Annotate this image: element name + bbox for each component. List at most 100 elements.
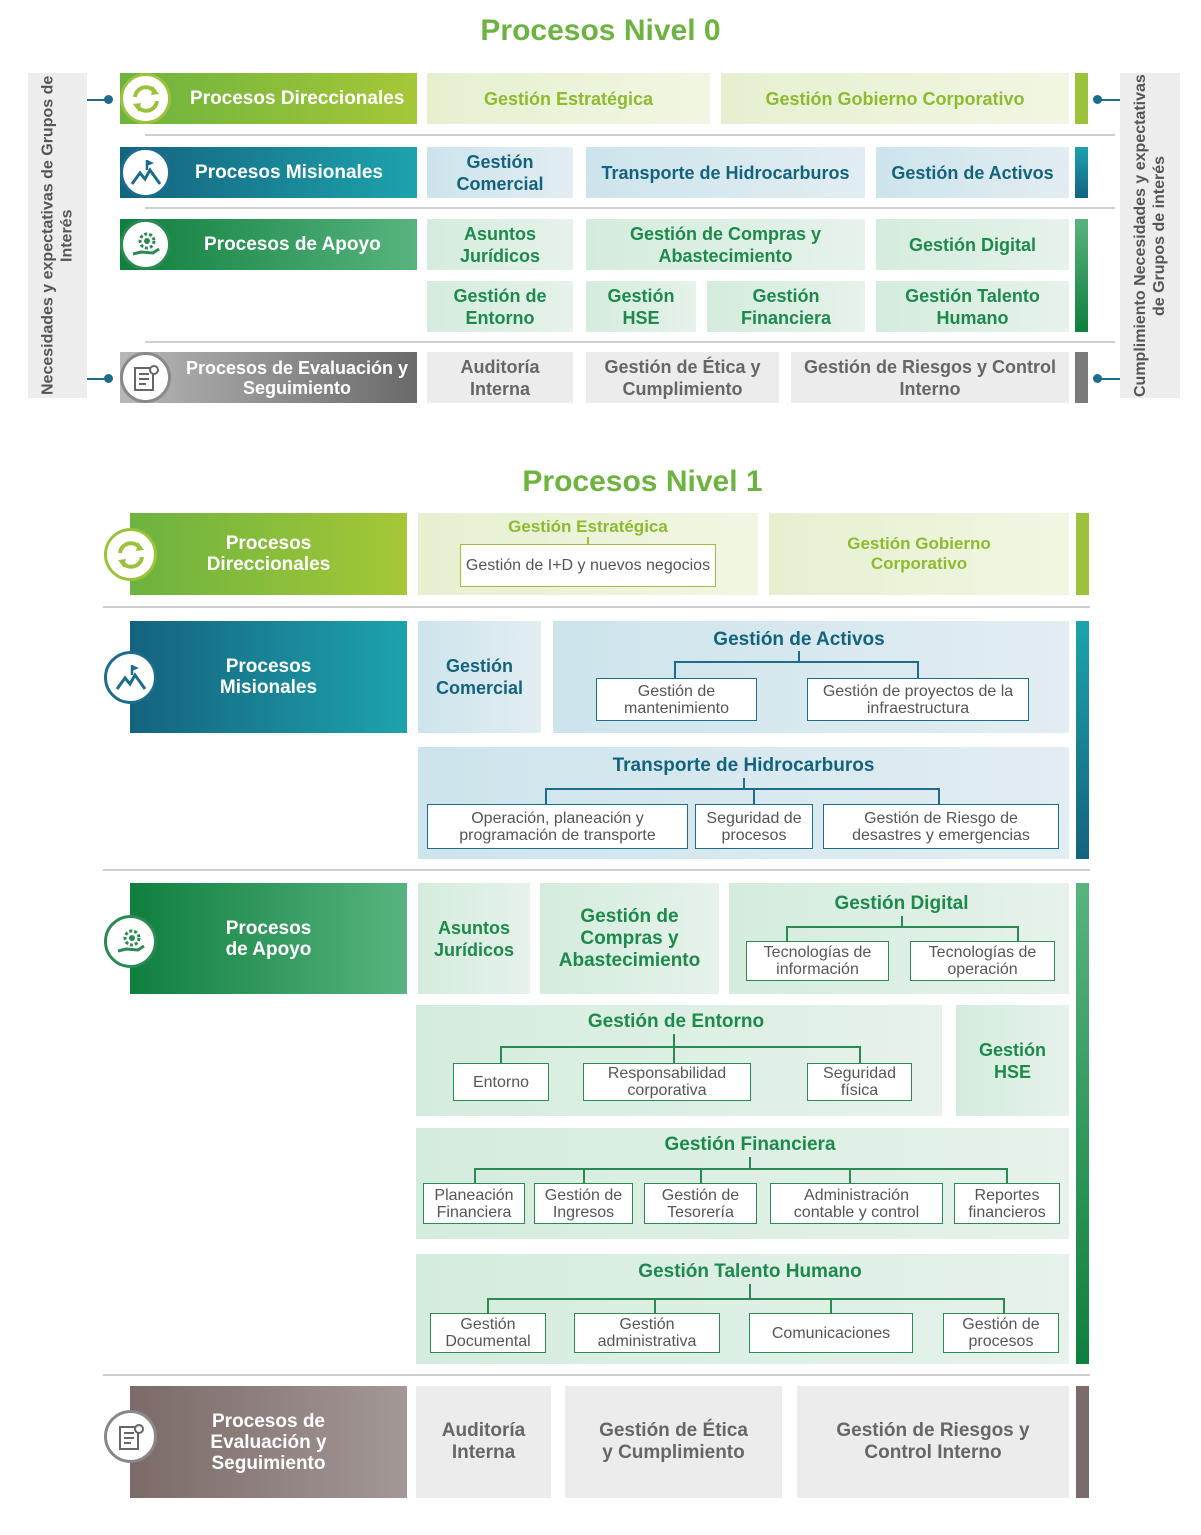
- n1-seguridad-fisica: Seguridad física: [807, 1063, 912, 1101]
- n1-misionales-header: Procesos Misionales: [130, 621, 407, 733]
- nivel0-title: Procesos Nivel 0: [480, 14, 721, 47]
- n0-separator-2: [145, 207, 1115, 209]
- connector: [1003, 1298, 1005, 1313]
- n1-gestion-riesgos: Gestión de Riesgos y Control Interno: [797, 1386, 1069, 1498]
- n0-evaluacion-bar: [1075, 352, 1088, 403]
- n0-gestion-comercial: Gestión Comercial: [427, 147, 573, 198]
- connector: [1017, 926, 1019, 941]
- left-dot-top: [104, 95, 113, 104]
- n1-gestion-activos-panel: Gestión de Activos Gestión de mantenimie…: [553, 621, 1069, 733]
- n1-entorno: Entorno: [453, 1063, 549, 1101]
- n1-gestion-etica: Gestión de Ética y Cumplimiento: [565, 1386, 782, 1498]
- n1-gestion-estrategica-panel: Gestión Estratégica Gestión de I+D y nue…: [418, 513, 758, 595]
- connector: [673, 1034, 675, 1046]
- connector: [673, 1046, 675, 1063]
- n0-evaluacion-label: Procesos de Evaluación y Seguimiento: [185, 357, 409, 398]
- connector: [587, 537, 589, 545]
- n1-reportes-financieros: Reportes financieros: [954, 1183, 1060, 1224]
- n1-seguridad-procesos: Seguridad de procesos: [695, 804, 813, 849]
- connector: [749, 1284, 751, 1298]
- n0-evaluacion-header: Procesos de Evaluación y Seguimiento: [120, 352, 417, 403]
- connector: [938, 788, 940, 804]
- n1-gestion-estrategica-title: Gestión Estratégica: [508, 517, 668, 536]
- gear-hand-icon: [120, 219, 171, 270]
- connector: [849, 1168, 851, 1183]
- connector: [500, 1046, 860, 1048]
- connector: [500, 1046, 502, 1063]
- right-line-bottom: [1097, 378, 1120, 380]
- n0-gestion-riesgos: Gestión de Riesgos y Control Interno: [791, 352, 1069, 403]
- connector: [786, 926, 1018, 928]
- n1-gestion-talento-panel: Gestión Talento Humano Gestión Documenta…: [416, 1254, 1069, 1364]
- n0-asuntos-juridicos: Asuntos Jurídicos: [427, 219, 573, 270]
- connector: [1006, 1168, 1008, 1183]
- nivel1-title: Procesos Nivel 1: [522, 465, 763, 498]
- n0-misionales-bar: [1075, 147, 1088, 198]
- connector: [786, 926, 788, 941]
- n1-gestion-mantenimiento: Gestión de mantenimiento: [596, 678, 757, 721]
- n1-transporte-panel: Transporte de Hidrocarburos Operación, p…: [418, 747, 1069, 859]
- connector: [753, 788, 755, 804]
- n0-gestion-gobierno: Gestión Gobierno Corporativo: [721, 73, 1069, 124]
- n1-administracion-contable: Administración contable y control: [770, 1183, 943, 1224]
- connector: [749, 1157, 751, 1168]
- n1-gestion-digital-title: Gestión Digital: [834, 893, 969, 914]
- n1-operacion-planeacion: Operación, planeación y programación de …: [427, 804, 688, 849]
- cycle-icon: [104, 528, 157, 581]
- n1-evaluacion-bar: [1076, 1386, 1089, 1498]
- connector: [798, 651, 800, 661]
- n1-responsabilidad-corporativa: Responsabilidad corporativa: [583, 1063, 751, 1101]
- n1-direccionales-bar: [1076, 513, 1089, 595]
- n1-apoyo-label: Procesos de Apoyo: [225, 917, 312, 960]
- n1-gestion-entorno-panel: Gestión de Entorno Entorno Responsabilid…: [416, 1005, 942, 1116]
- n0-separator-3: [145, 341, 1115, 343]
- n0-gestion-estrategica: Gestión Estratégica: [427, 73, 710, 124]
- n1-gestion-financiera-panel: Gestión Financiera Planeación Financiera…: [416, 1128, 1069, 1239]
- n1-gestion-administrativa: Gestión administrativa: [574, 1313, 720, 1353]
- n1-gestion-documental: Gestión Documental: [430, 1313, 546, 1353]
- n1-tecnologias-operacion: Tecnologías de operación: [910, 941, 1055, 981]
- right-compliance-text: Cumplimiento Necesidades y expectativas …: [1132, 74, 1168, 397]
- n1-gestion-proyectos-infraestructura: Gestión de proyectos de la infraestructu…: [807, 678, 1029, 721]
- n1-gestion-gobierno: Gestión Gobierno Corporativo: [769, 513, 1069, 595]
- n1-transporte-title: Transporte de Hidrocarburos: [612, 755, 875, 776]
- n1-gestion-hse: Gestión HSE: [956, 1005, 1069, 1116]
- n0-auditoria-interna: Auditoría Interna: [427, 352, 573, 403]
- connector: [654, 1298, 656, 1313]
- n0-gestion-etica: Gestión de Ética y Cumplimiento: [586, 352, 779, 403]
- connector: [487, 1298, 1004, 1300]
- n0-separator-1: [145, 134, 1115, 136]
- n1-evaluacion-label: Procesos de Evaluación y Seguimiento: [210, 1410, 327, 1474]
- n1-evaluacion-header: Procesos de Evaluación y Seguimiento: [130, 1386, 407, 1498]
- checklist-gear-icon: [104, 1410, 157, 1463]
- n1-apoyo-header: Procesos de Apoyo: [130, 883, 407, 994]
- connector: [474, 1168, 1007, 1170]
- connector: [545, 788, 939, 790]
- right-line-top: [1097, 99, 1120, 101]
- n0-direccionales-label: Procesos Direccionales: [190, 88, 405, 109]
- n0-gestion-compras: Gestión de Compras y Abastecimiento: [586, 219, 865, 270]
- n1-apoyo-bar: [1076, 883, 1089, 1364]
- n1-direccionales-label: Procesos Direccionales: [206, 533, 331, 575]
- cycle-icon: [120, 73, 171, 124]
- connector: [901, 916, 903, 926]
- n0-gestion-digital: Gestión Digital: [876, 219, 1069, 270]
- left-needs-panel: Necesidades y expectativas de Grupos de …: [28, 73, 87, 398]
- connector: [474, 1168, 476, 1183]
- connector: [830, 1298, 832, 1313]
- connector: [674, 661, 676, 678]
- n0-gestion-entorno: Gestión de Entorno: [427, 281, 573, 332]
- n1-gestion-activos-title: Gestión de Activos: [713, 629, 885, 650]
- n1-riesgo-desastres: Gestión de Riesgo de desastres y emergen…: [823, 804, 1059, 849]
- n1-gestion-comercial: Gestión Comercial: [418, 621, 541, 733]
- n1-gestion-financiera-title: Gestión Financiera: [664, 1134, 836, 1155]
- checklist-gear-icon: [120, 352, 171, 403]
- mountain-flag-icon: [104, 651, 157, 704]
- n1-separator-1: [103, 606, 1090, 608]
- n0-gestion-hse: Gestión HSE: [586, 281, 696, 332]
- connector: [700, 1168, 702, 1183]
- left-dot-bottom: [104, 374, 113, 383]
- n1-separator-2: [103, 869, 1090, 871]
- n0-transporte-hidrocarburos: Transporte de Hidrocarburos: [586, 147, 865, 198]
- n0-apoyo-bar: [1075, 219, 1088, 332]
